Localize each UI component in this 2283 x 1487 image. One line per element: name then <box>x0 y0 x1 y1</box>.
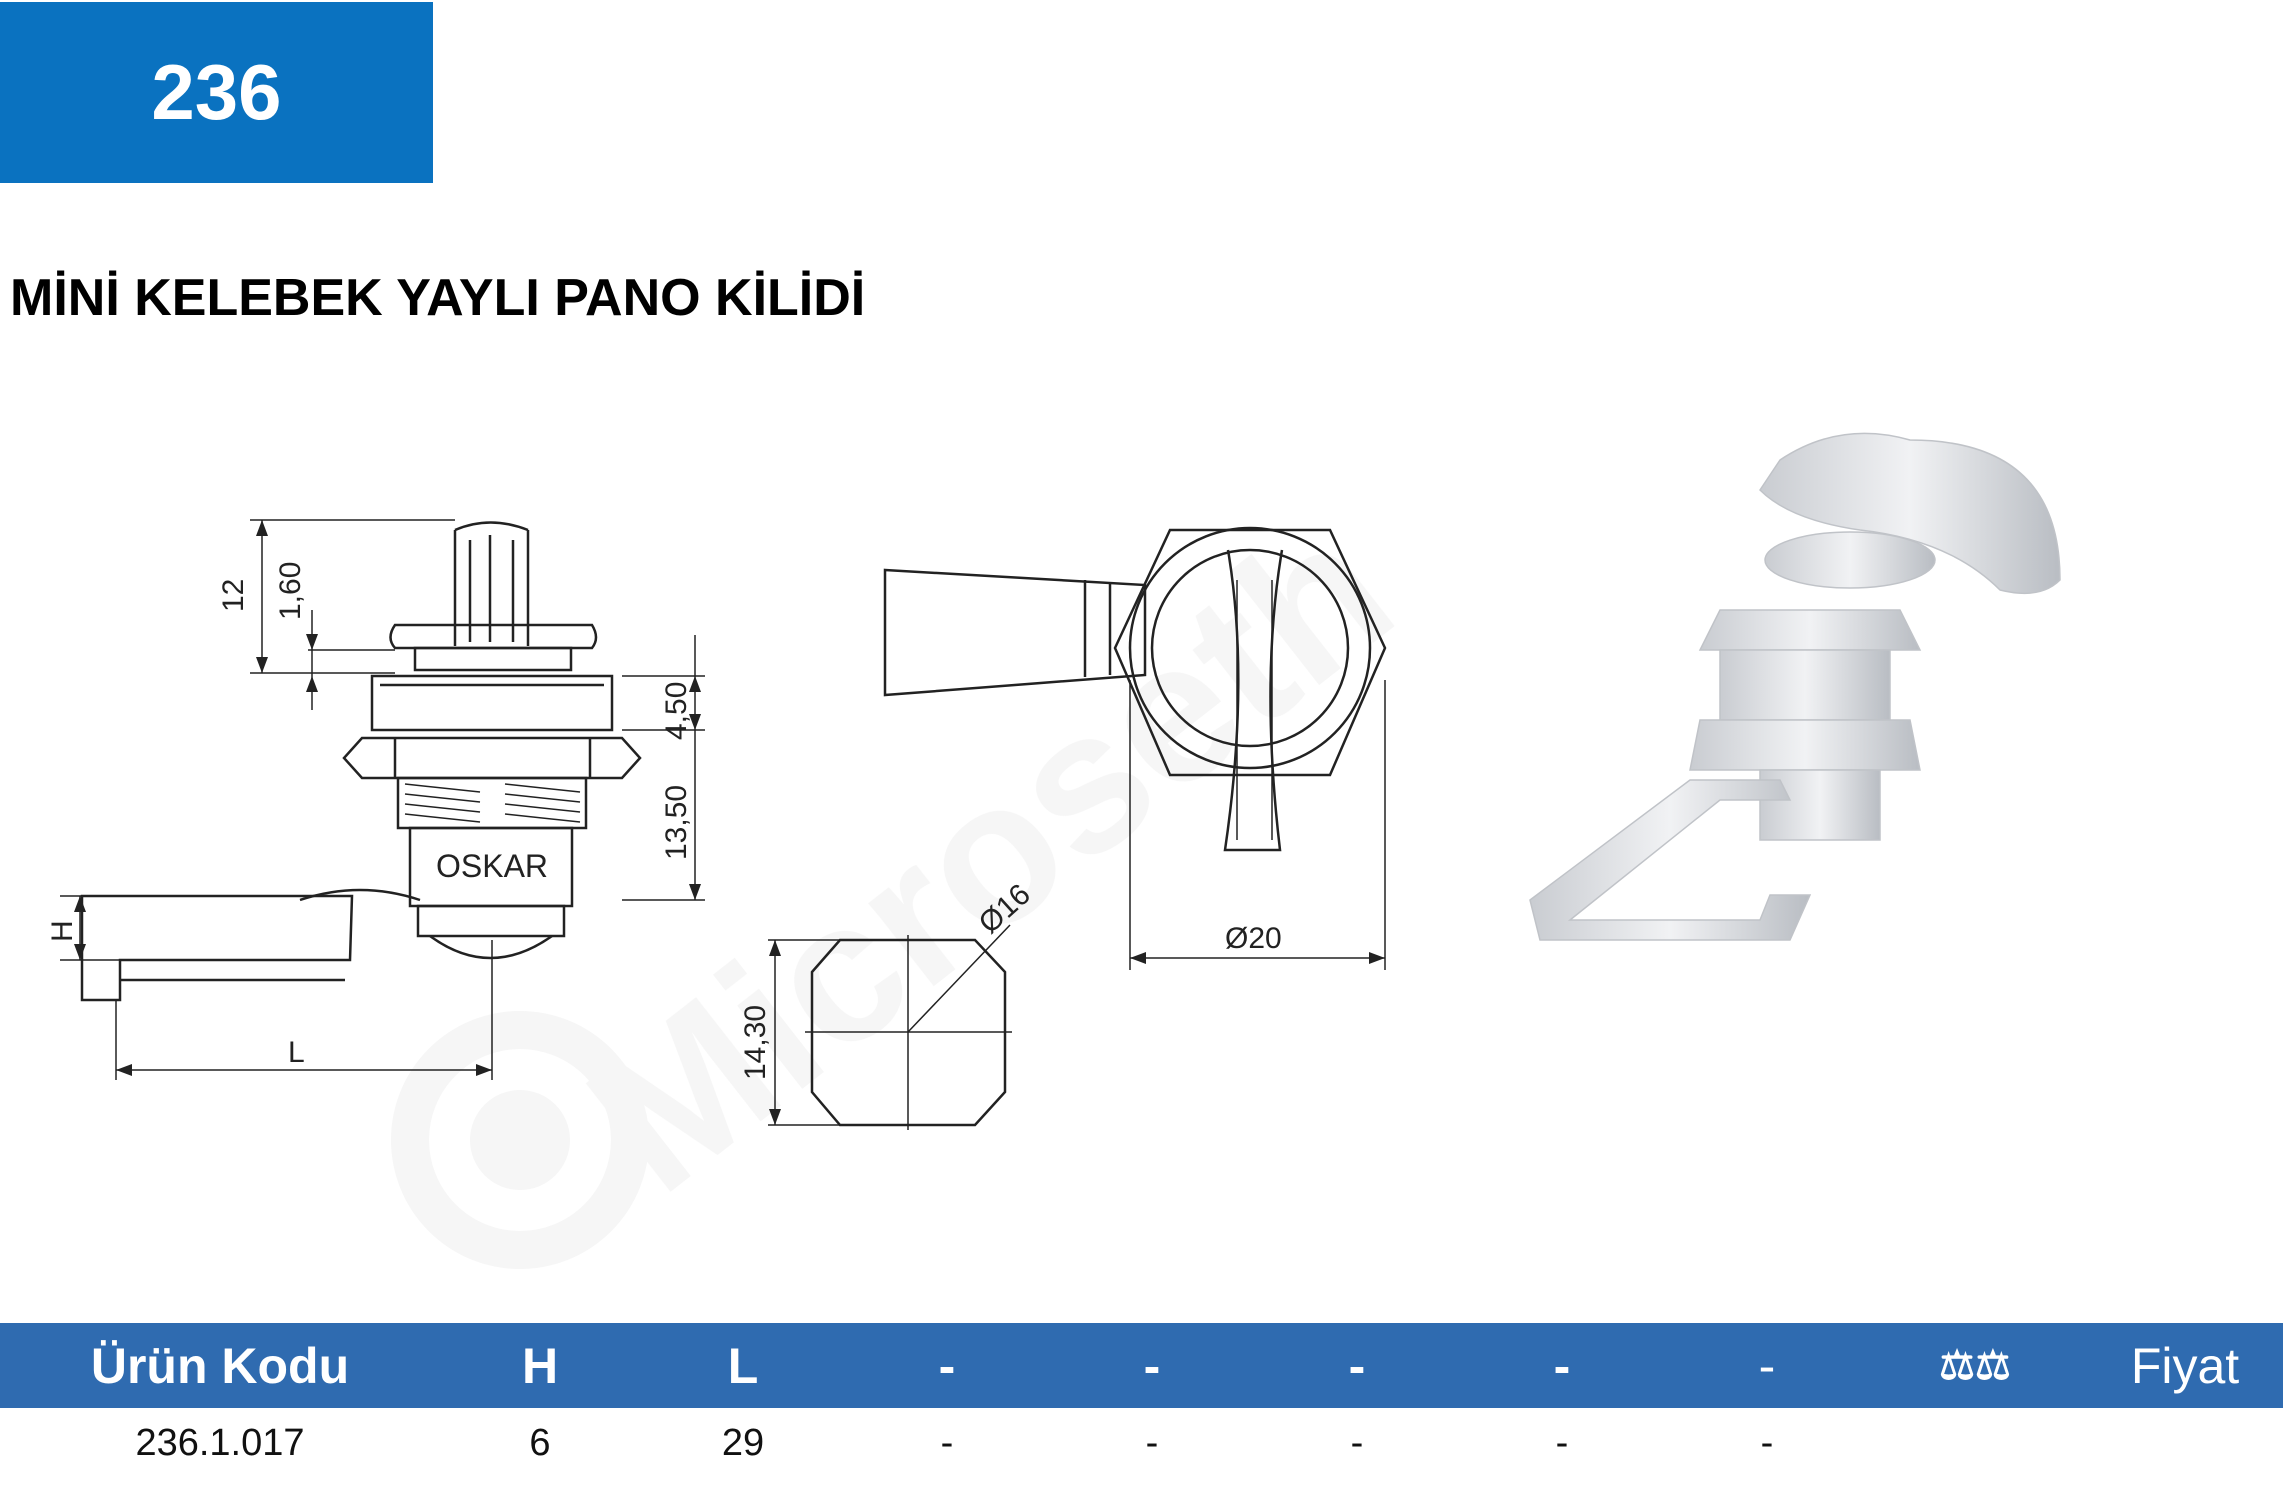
header-h: H <box>521 1337 559 1394</box>
cell-col-8: - <box>1760 1421 1774 1464</box>
cell-h: 6 <box>529 1421 551 1464</box>
watermark-logo: Microseth <box>391 477 1431 1269</box>
header-col-4: - <box>938 1337 956 1394</box>
cell-col-9 <box>1935 1408 2015 1478</box>
header-fiyat: Fiyat <box>2130 1337 2240 1394</box>
dim-4-50: 4,50 <box>660 682 693 740</box>
cell-col-5: - <box>1145 1421 1159 1464</box>
badge-number: 236 <box>151 48 282 136</box>
dim-1-60: 1,60 <box>274 562 307 620</box>
cell-col-4: - <box>940 1421 954 1464</box>
dim-12: 12 <box>217 579 250 612</box>
technical-drawing: Microseth <box>46 432 2061 1269</box>
cell-col-6: - <box>1350 1421 1364 1464</box>
header-col-8: - <box>1758 1337 1776 1394</box>
table-header: Ürün Kodu H L - - - - - ⚖⚖ Fiyat <box>0 1323 2283 1408</box>
header-col-6: - <box>1348 1337 1366 1394</box>
cell-fiyat <box>2100 1408 2270 1478</box>
header-col-7: - <box>1553 1337 1571 1394</box>
table-row: 236.1.017 6 29 - - - - - <box>0 1408 2283 1478</box>
dim-14-30: 14,30 <box>739 1005 772 1080</box>
header-urun-kodu: Ürün Kodu <box>90 1337 350 1394</box>
dim-l: L <box>288 1036 305 1069</box>
scales-icon: ⚖⚖ <box>1939 1343 2011 1388</box>
dim-d20: Ø20 <box>1225 922 1282 955</box>
cell-col-7: - <box>1555 1421 1569 1464</box>
product-title: MİNİ KELEBEK YAYLI PANO KİLİDİ <box>10 269 866 327</box>
dim-h: H <box>46 920 79 942</box>
dim-13-50: 13,50 <box>660 785 693 860</box>
product-render <box>1529 432 2061 941</box>
header-l: L <box>727 1337 759 1394</box>
header-col-5: - <box>1143 1337 1161 1394</box>
cell-l: 29 <box>721 1421 765 1464</box>
cell-urun-kodu: 236.1.017 <box>135 1421 305 1464</box>
product-number-badge: 236 <box>0 2 433 183</box>
brand-mark: OSKAR <box>436 848 548 884</box>
